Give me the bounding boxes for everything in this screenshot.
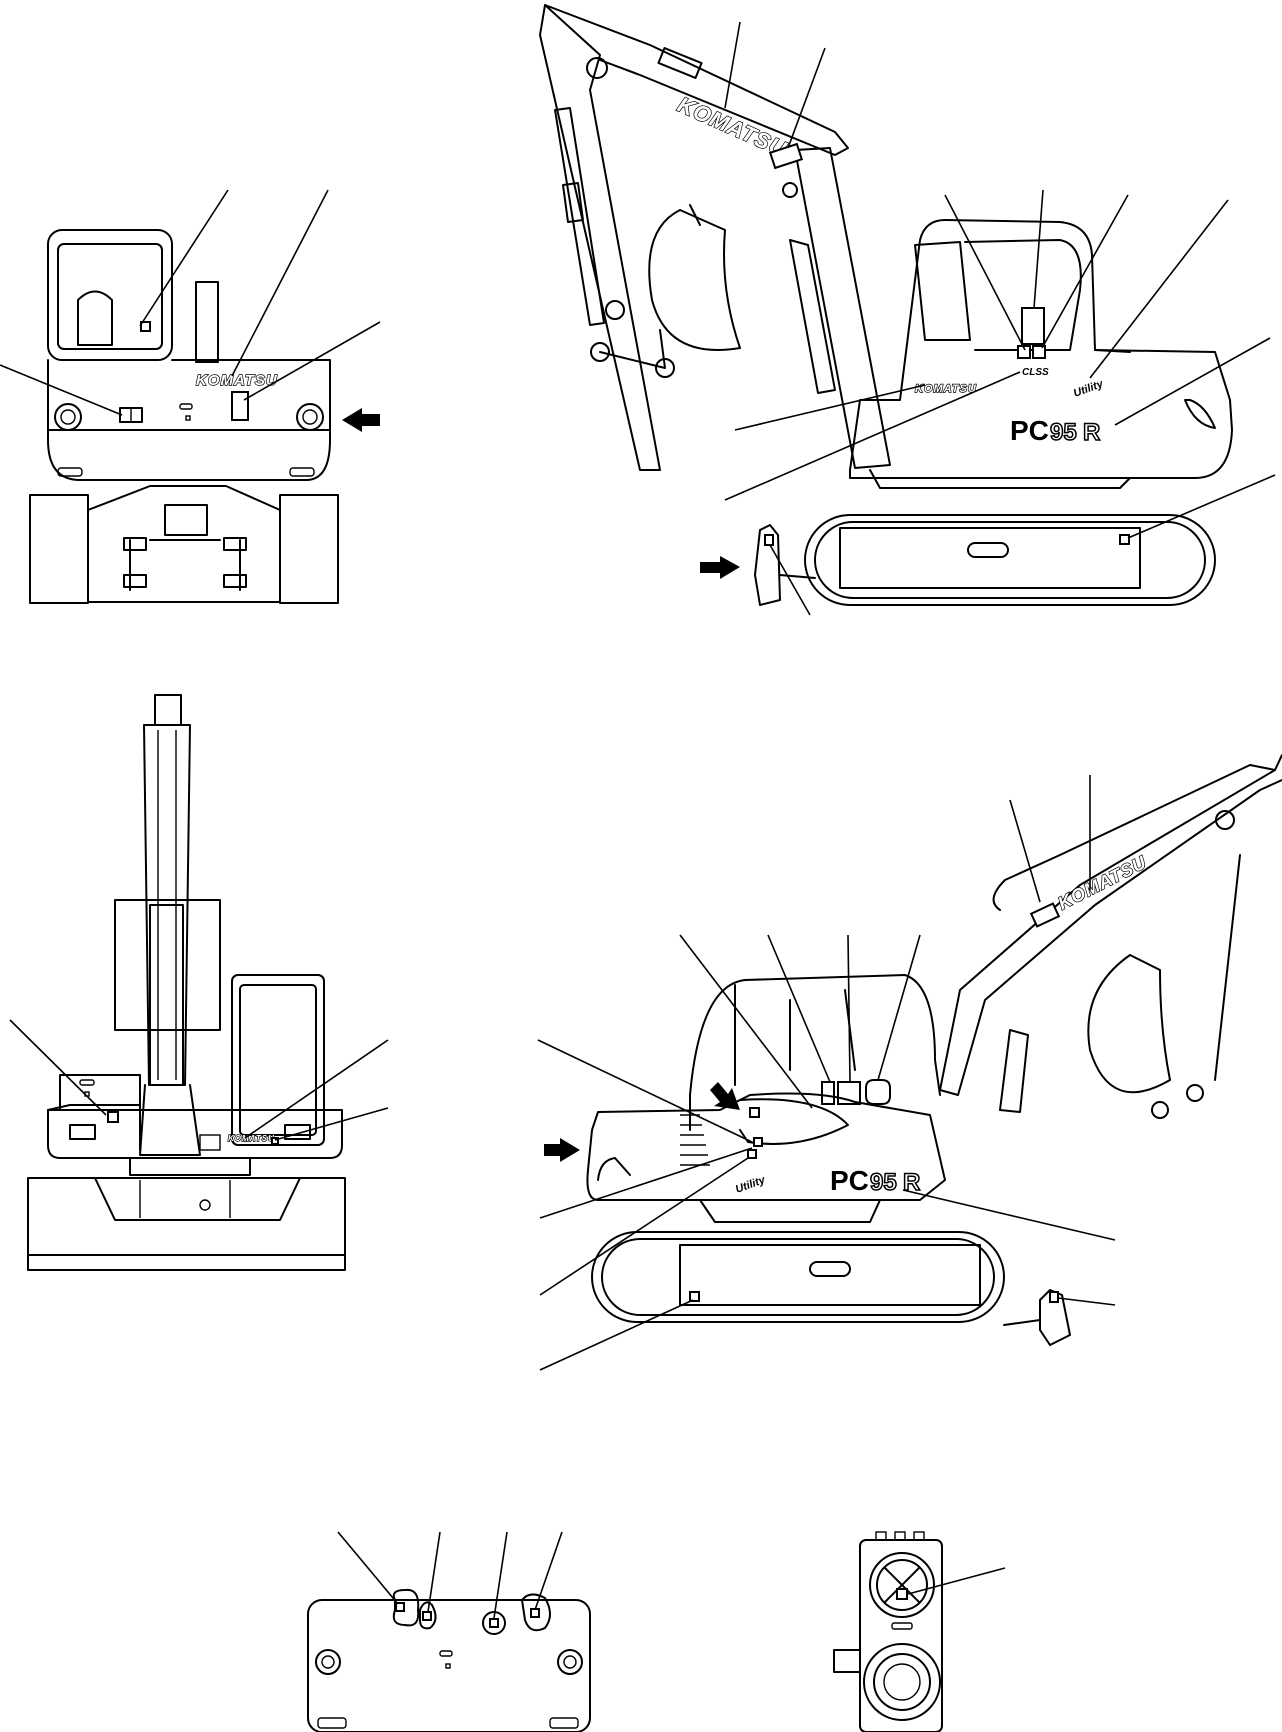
- lever-detail: [833, 1531, 1006, 1732]
- left-model-number: 95: [870, 1169, 897, 1196]
- view-arrow-icon: [710, 1082, 740, 1110]
- front-view: KOMATSU: [9, 694, 389, 1271]
- view-arrow-icon: [342, 408, 380, 432]
- left-model-prefix: PC: [830, 1165, 869, 1196]
- utility-badge-left: Utility: [734, 1174, 768, 1196]
- right-side-view: KOMATSU KOMATSU CLSS Utility PC 95 R: [539, 4, 1276, 616]
- view-arrow-icon: [700, 556, 740, 579]
- clss-label: CLSS: [1022, 367, 1049, 378]
- rear-komatsu-logo: KOMATSU: [196, 372, 278, 389]
- side-komatsu-logo: KOMATSU: [915, 383, 977, 395]
- side-model-prefix: PC: [1010, 415, 1049, 446]
- view-arrow-icon: [544, 1138, 580, 1162]
- rear-view: KOMATSU: [0, 189, 381, 604]
- utility-badge: Utility: [1072, 378, 1106, 400]
- control-panel-detail: [307, 1531, 591, 1732]
- front-komatsu-logo: KOMATSU: [228, 1134, 275, 1143]
- side-model-suffix: R: [1083, 419, 1100, 446]
- side-model-number: 95: [1050, 419, 1077, 446]
- left-model-suffix: R: [903, 1169, 920, 1196]
- left-side-view: KOMATSU Utility PC 95 R: [537, 754, 1282, 1371]
- boom-komatsu-logo: KOMATSU: [1055, 852, 1150, 914]
